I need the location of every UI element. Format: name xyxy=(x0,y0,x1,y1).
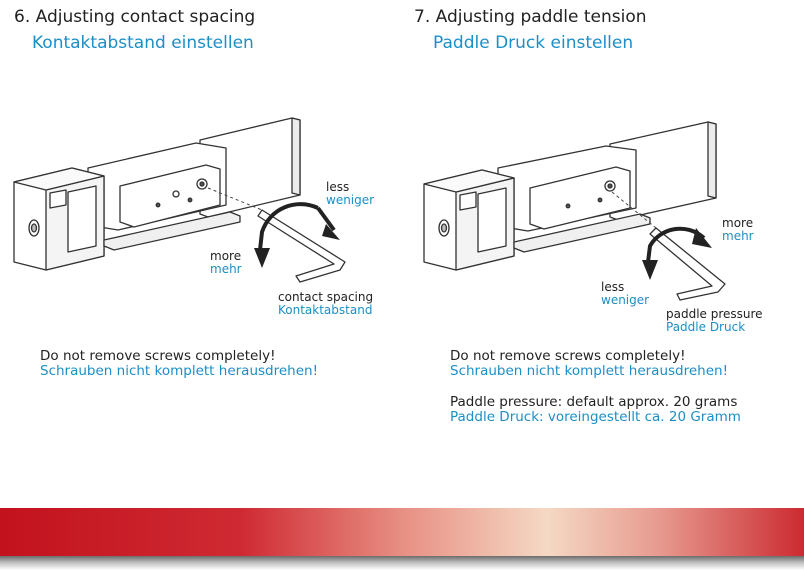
step7-warning: Do not remove screws completely! xyxy=(450,348,686,364)
step6-title: 6. Adjusting contact spacing xyxy=(14,7,256,27)
hex-key-6 xyxy=(207,187,346,283)
step6-more-label-de: mehr xyxy=(210,262,242,276)
step7-less-label-de: weniger xyxy=(601,293,650,307)
illustrations xyxy=(13,117,726,301)
step7-warning-de: Schrauben nicht komplett herausdrehen! xyxy=(450,363,729,379)
arrow-head-more-7 xyxy=(692,228,712,248)
step6-part-label-de: Kontaktabstand xyxy=(278,303,373,317)
step6-part-label: contact spacing xyxy=(278,290,374,304)
step7-less-label: less xyxy=(601,280,625,294)
step6-title-de: Kontaktabstand einstellen xyxy=(32,33,254,53)
step7-more-label-de: mehr xyxy=(722,229,754,243)
step6-warning: Do not remove screws completely! xyxy=(40,348,276,364)
step7-title-de: Paddle Druck einstellen xyxy=(433,33,634,53)
step7-title: 7. Adjusting paddle tension xyxy=(414,7,647,27)
step7-default-note: Paddle pressure: default approx. 20 gram… xyxy=(450,394,738,410)
step6-warning-de: Schrauben nicht komplett herausdrehen! xyxy=(40,363,319,379)
step7-more-label: more xyxy=(722,216,754,230)
step6-less-label: less xyxy=(326,180,350,194)
paddle-device-6 xyxy=(13,117,301,271)
arrow-head-more-6 xyxy=(254,248,270,268)
paddle-device-7 xyxy=(423,121,717,271)
step6-less-label-de: weniger xyxy=(326,193,375,207)
step7-default-note-de: Paddle Druck: voreingestellt ca. 20 Gram… xyxy=(450,409,741,425)
step6-more-label: more xyxy=(210,249,242,263)
arrow-head-less-7 xyxy=(642,260,658,280)
step7-part-label-de: Paddle Druck xyxy=(666,320,746,334)
footer-band xyxy=(0,508,804,558)
footer-shadow xyxy=(0,556,804,570)
arrow-head-less-6 xyxy=(322,224,340,240)
step7-part-label: paddle pressure xyxy=(666,307,763,321)
rotation-arrow-6 xyxy=(258,202,336,251)
hex-key-7 xyxy=(611,191,726,301)
